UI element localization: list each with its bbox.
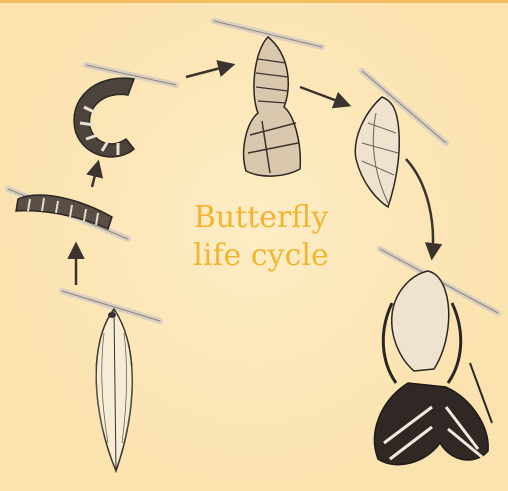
arrow-chrysalis-to-butterfly (406, 159, 433, 257)
caption-line-2: life cycle (176, 237, 346, 275)
butterfly-emerging-icon (375, 249, 498, 465)
chrysalis-icon (355, 71, 446, 207)
caption-line-1: Butterfly (176, 199, 346, 237)
pupa-forming-icon (214, 21, 322, 176)
curled-caterpillar-icon (74, 65, 176, 157)
arrow-caterpillar-to-curled (92, 163, 98, 187)
caterpillar-icon (8, 189, 128, 239)
diagram-caption: Butterfly life cycle (176, 199, 346, 275)
arrow-curled-to-pupa (186, 65, 232, 77)
arrow-pupa-to-chrysalis (300, 87, 348, 105)
leaf-with-egg-icon (62, 291, 160, 471)
